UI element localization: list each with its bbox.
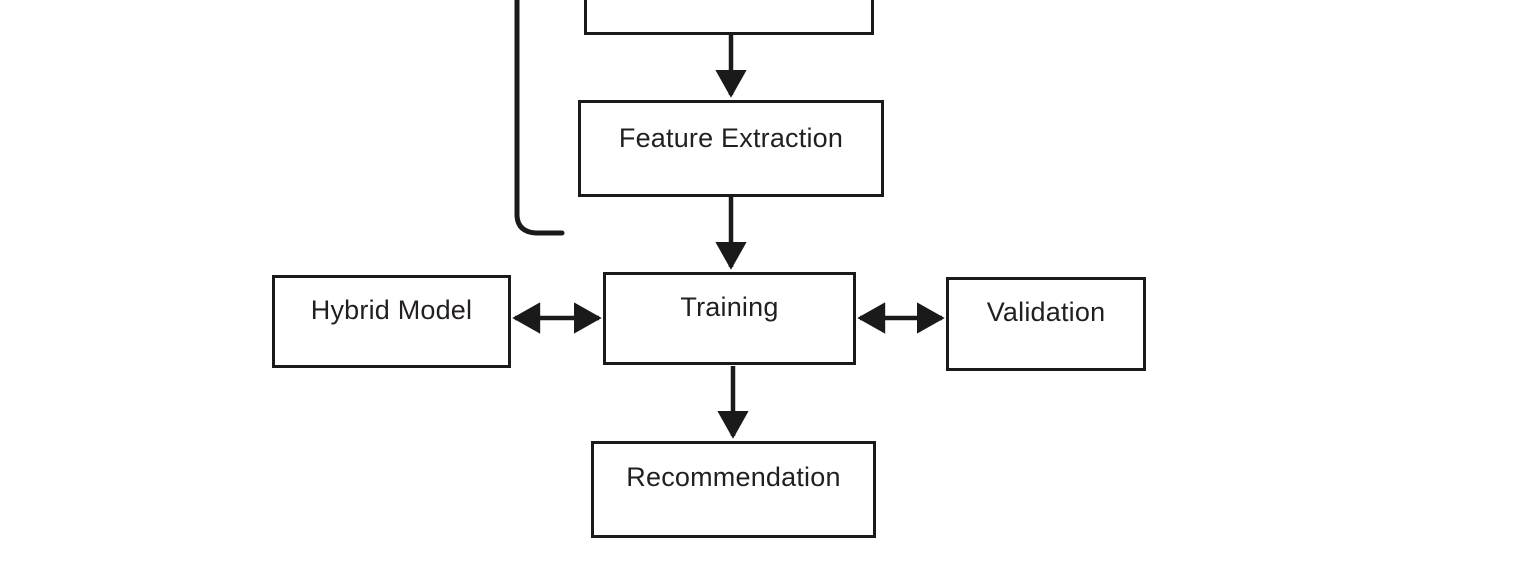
node-recommendation[interactable]: Recommendation	[591, 441, 876, 538]
node-training-label: Training	[680, 292, 779, 322]
edge-feedback-loop	[514, 0, 565, 236]
node-training[interactable]: Training	[603, 272, 856, 365]
node-hybrid-model[interactable]: Hybrid Model	[272, 275, 511, 368]
node-recommendation-label: Recommendation	[626, 462, 841, 492]
node-validation[interactable]: Validation	[946, 277, 1146, 371]
node-validation-label: Validation	[986, 297, 1106, 327]
node-feature-extraction-label: Feature Extraction	[618, 123, 844, 153]
node-top-partial[interactable]	[584, 0, 874, 35]
node-hybrid-model-label: Hybrid Model	[310, 295, 473, 325]
node-feature-extraction[interactable]: Feature Extraction	[578, 100, 884, 197]
